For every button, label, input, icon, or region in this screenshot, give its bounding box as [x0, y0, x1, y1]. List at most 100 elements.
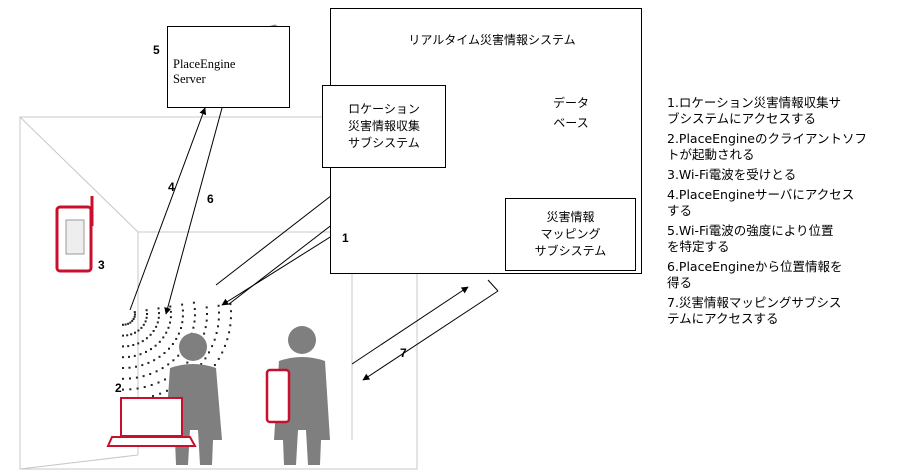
wifi-dot [122, 334, 124, 337]
wifi-dot [230, 310, 232, 313]
wifi-dot [122, 377, 124, 380]
wifi-dot [217, 318, 220, 321]
wifi-dot [157, 307, 160, 310]
step-legend: 1.ロケーション災害情報収集サ ブシステムにアクセスする 2.PlaceEngi… [667, 95, 915, 331]
wifi-dot [129, 377, 131, 380]
wifi-dot [213, 338, 216, 341]
wifi-dot [193, 308, 196, 310]
arrow-step-4 [129, 107, 207, 311]
wifi-dot [186, 361, 189, 364]
wifi-dot [142, 323, 145, 326]
wifi-dot [194, 314, 196, 317]
wifi-dot [162, 336, 165, 339]
wifi-dot [142, 375, 145, 378]
wifi-dot [229, 317, 232, 320]
wifi-dot [144, 320, 147, 323]
wifi-dot [229, 324, 232, 327]
wifi-dot [130, 333, 133, 336]
wifi-dot [200, 363, 203, 366]
wifi-dot [133, 311, 136, 314]
wifi-dot [132, 344, 135, 346]
wifi-dot [135, 376, 138, 379]
wifi-dot [145, 337, 148, 340]
wifi-dot [137, 342, 140, 345]
wifi-dot [152, 395, 154, 398]
wifi-dot [228, 331, 231, 334]
legend-item-4: 4.PlaceEngineサーバにアクセス する [667, 187, 855, 218]
wifi-dot [128, 355, 130, 358]
wifi-dot [152, 330, 155, 332]
wifi-dot [133, 354, 136, 357]
wifi-dot [217, 357, 220, 360]
router-icon [55, 196, 94, 273]
wifi-dot [215, 332, 218, 334]
step-number-1: 1 [342, 231, 349, 245]
arrow-step-6 [164, 107, 223, 315]
wifi-dot [157, 316, 160, 319]
wifi-dot [141, 364, 144, 367]
wifi-dot [229, 303, 232, 306]
wifi-dot [181, 315, 184, 318]
wifi-dot [224, 344, 226, 347]
wifi-dot [159, 392, 162, 395]
legend-item-5: 5.Wi-Fi電波の強度により位置 を特定する [667, 223, 834, 254]
wifi-dot [126, 334, 129, 337]
wifi-dot [127, 322, 130, 325]
legend-item-1: 1.ロケーション災害情報収集サ ブシステムにアクセスする [667, 95, 842, 126]
wifi-dot [221, 351, 224, 354]
legend-item-7: 7.災害情報マッピングサブシス テムにアクセスする [667, 295, 842, 326]
step-number-3: 3 [98, 258, 105, 272]
placeengine-server-box [167, 26, 290, 108]
wifi-dot [134, 331, 136, 334]
step-number-2: 2 [115, 381, 122, 395]
wifi-dot [203, 332, 206, 335]
wifi-dot [213, 364, 216, 366]
wifi-dot [145, 309, 148, 312]
laptop-icon [106, 397, 197, 447]
wifi-dot [122, 323, 124, 326]
wifi-dot [145, 350, 147, 353]
wifi-dot [169, 305, 172, 308]
handheld-terminal-icon [265, 368, 291, 424]
wifi-dot [169, 316, 172, 319]
wifi-dot [122, 388, 124, 391]
wifi-dot [129, 321, 132, 324]
wifi-dot [169, 310, 172, 313]
wifi-dot [158, 340, 161, 343]
wifi-dot [134, 313, 136, 316]
wifi-dot [175, 337, 178, 340]
wifi-dot [140, 326, 143, 329]
wifi-dot [139, 353, 142, 356]
step-number-4: 4 [168, 180, 175, 194]
wifi-dot [181, 309, 184, 312]
wifi-dot [204, 357, 207, 360]
wifi-dot [149, 333, 152, 336]
wifi-dot [192, 301, 195, 304]
wifi-dot [168, 347, 170, 350]
wifi-dot [146, 313, 148, 315]
wifi-dot [217, 325, 219, 328]
wifi-dot [211, 345, 214, 348]
wifi-dot [131, 319, 134, 322]
wifi-dot [149, 373, 152, 375]
wifi-dot [169, 321, 171, 324]
arrow-step-7 [351, 279, 499, 381]
wifi-dot [132, 318, 135, 320]
wifi-dot [217, 304, 220, 307]
wifi-dot [192, 326, 195, 329]
wifi-dot [205, 306, 208, 309]
step-number-5: 5 [153, 43, 160, 57]
wifi-dot [158, 355, 161, 358]
legend-item-2: 2.PlaceEngineのクライアントソフ トが起動される [667, 131, 868, 162]
wifi-dot [145, 316, 148, 319]
wifi-dot [193, 320, 196, 323]
wifi-dot [206, 313, 208, 315]
wifi-dot [122, 345, 124, 348]
wifi-dot [172, 359, 175, 362]
system-title: リアルタイム災害情報システム [408, 33, 576, 47]
wifi-dot [124, 323, 127, 326]
wifi-dot [161, 367, 164, 370]
wifi-dot [177, 332, 180, 335]
wifi-dot [208, 351, 210, 354]
wifi-dot [180, 327, 182, 329]
